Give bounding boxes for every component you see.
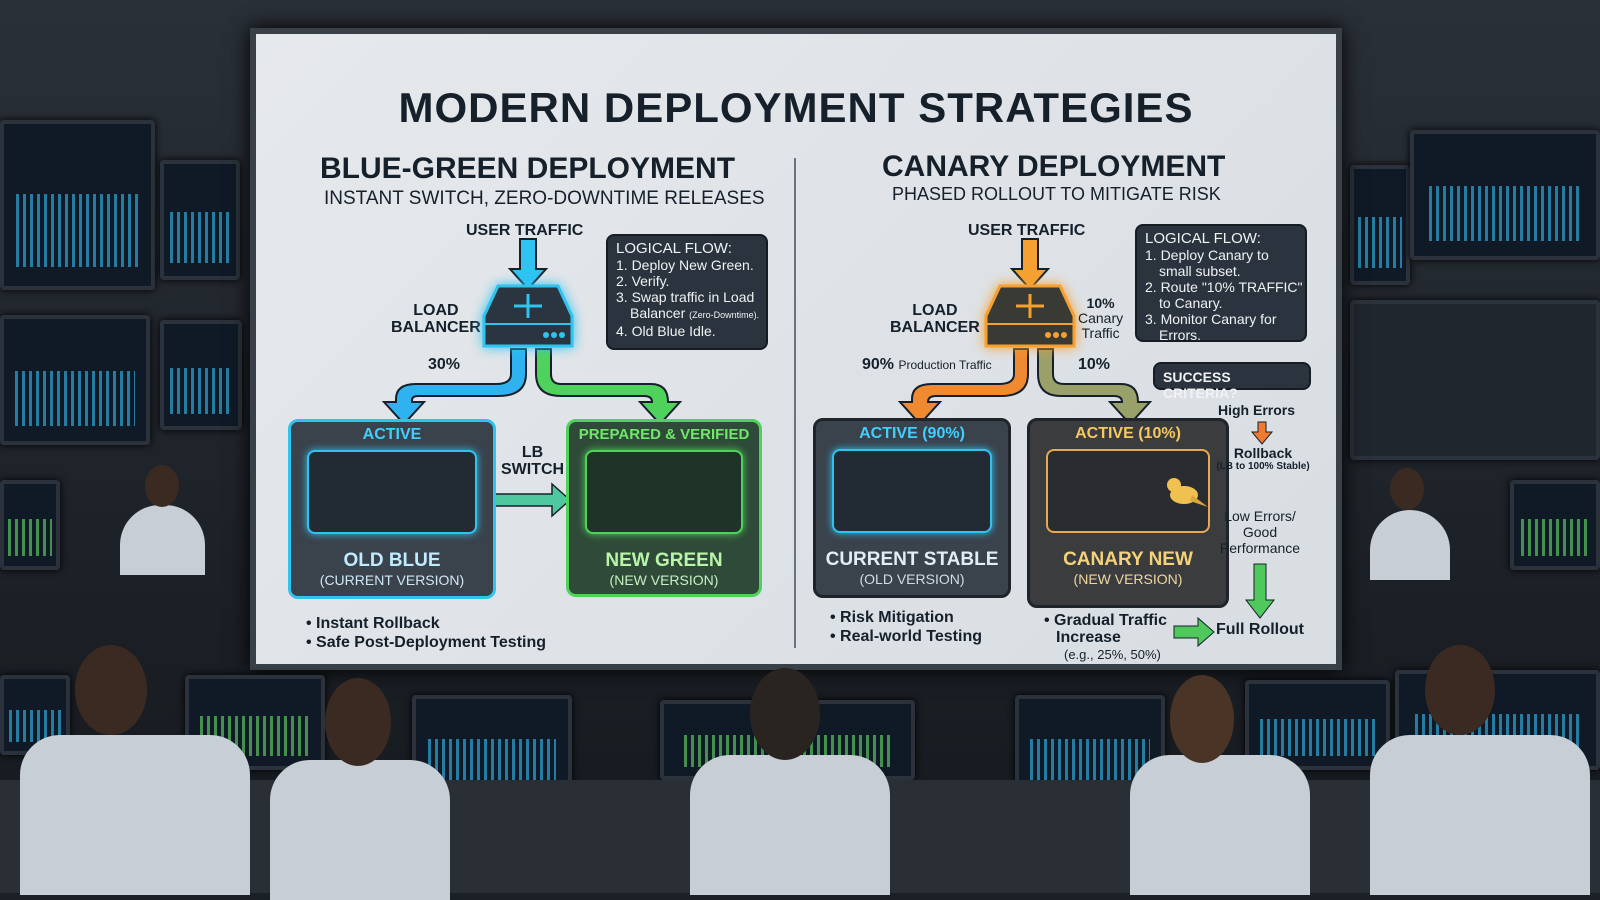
old-blue-box: ACTIVE OLD BLUE (CURRENT VERSION) xyxy=(288,419,496,599)
presentation-screen: MODERN DEPLOYMENT STRATEGIES BLUE-GREEN … xyxy=(250,28,1342,670)
wall-monitor xyxy=(160,320,242,430)
wall-monitor xyxy=(160,160,240,280)
canary-new-box: ACTIVE (10%) CANARY NEW (NEW VERSION) xyxy=(1027,418,1229,608)
current-stable-box: ACTIVE (90%) CURRENT STABLE (OLD VERSION… xyxy=(813,418,1011,598)
load-balancer-icon xyxy=(482,284,574,348)
blue-green-heading: BLUE-GREEN DEPLOYMENT xyxy=(320,152,736,185)
operator-head xyxy=(1170,675,1234,763)
desk-monitor xyxy=(1510,480,1600,570)
canary-pct-label: 10% xyxy=(1078,356,1111,373)
operator-head xyxy=(75,645,147,735)
wall-monitor xyxy=(0,315,150,445)
canary-user-traffic-label: USER TRAFFIC xyxy=(968,222,1086,239)
user-traffic-label: USER TRAFFIC xyxy=(466,222,584,239)
canary-benefits: • Risk Mitigation• Real-world Testing xyxy=(830,609,982,645)
canary-heading: CANARY DEPLOYMENT xyxy=(882,150,1226,183)
operator-head xyxy=(750,668,820,760)
operator xyxy=(1370,735,1590,895)
user-traffic-arrow xyxy=(507,238,549,291)
split-label: 30% xyxy=(428,356,461,373)
operator-head xyxy=(325,678,391,766)
blue-green-benefits: • Instant Rollback• Safe Post-Deployment… xyxy=(306,615,547,651)
operator-head xyxy=(145,465,179,507)
full-rollout-label: Full Rollout xyxy=(1216,621,1304,638)
canary-user-traffic-arrow xyxy=(1009,238,1051,291)
server-code-canary-bird-icons xyxy=(1046,449,1210,533)
operator-head xyxy=(1390,468,1424,510)
operator xyxy=(690,755,890,895)
operator xyxy=(20,735,250,895)
high-errors-label: High Errors xyxy=(1218,402,1296,418)
page-title: MODERN DEPLOYMENT STRATEGIES xyxy=(398,84,1194,131)
wall-monitor xyxy=(1410,130,1600,260)
canary-bird-icon xyxy=(1167,478,1208,507)
blue-green-subtitle: INSTANT SWITCH, ZERO-DOWNTIME RELEASES xyxy=(324,188,765,209)
operator xyxy=(270,760,450,900)
operator xyxy=(1130,755,1310,895)
lb-switch-arrow xyxy=(487,482,572,518)
new-green-box: PREPARED & VERIFIED NEW GREEN (NEW VERSI… xyxy=(566,419,762,597)
rollback-arrow xyxy=(1250,421,1274,445)
success-criteria-box: SUCCESS CRITERIA? xyxy=(1153,362,1311,401)
green-arrow xyxy=(535,348,683,426)
server-code-database-icons xyxy=(307,450,477,534)
gradual-arrow xyxy=(1173,616,1215,648)
production-traffic-label: 90% Production Traffic xyxy=(862,356,992,373)
wall-monitor xyxy=(0,120,155,290)
logical-flow-box: LOGICAL FLOW: 1. Deploy New Green. 2. Ve… xyxy=(606,234,768,350)
canary-logical-flow-box: LOGICAL FLOW: 1. Deploy Canary to small … xyxy=(1135,224,1307,343)
server-code-database-icons xyxy=(585,450,743,534)
blue-arrow xyxy=(381,348,527,426)
server-rack xyxy=(1350,300,1600,460)
operator xyxy=(120,505,205,575)
server-code-database-icons xyxy=(832,449,992,533)
operator xyxy=(1370,510,1450,580)
desk-monitor xyxy=(0,480,60,570)
flow-arrows xyxy=(381,238,1276,648)
divider xyxy=(794,158,796,648)
operator-head xyxy=(1425,645,1495,735)
canary-traffic-arrow xyxy=(1037,348,1153,426)
full-rollout-down-arrow xyxy=(1244,563,1276,619)
canary-subtitle: PHASED ROLLOUT TO MITIGATE RISK xyxy=(892,184,1221,204)
canary-load-balancer-icon xyxy=(984,284,1076,348)
rollback-label: Rollback(LB to 100% Stable) xyxy=(1216,445,1310,472)
wall-monitor xyxy=(1350,165,1410,285)
